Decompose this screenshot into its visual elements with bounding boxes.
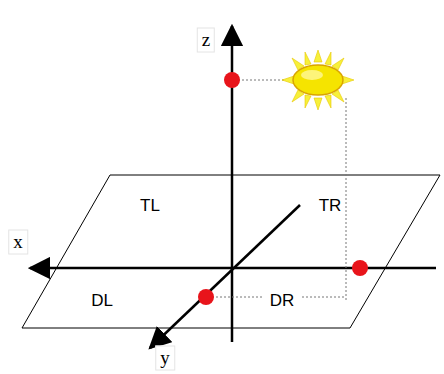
- axis-label: x: [8, 230, 28, 255]
- point-marker: [198, 289, 214, 305]
- region-label: DR: [270, 292, 295, 309]
- region-label: DL: [91, 292, 113, 309]
- axis-label: z: [197, 28, 215, 53]
- projection-line: [346, 98, 347, 300]
- sun-symbol: [282, 50, 354, 110]
- point-marker: [224, 72, 240, 88]
- y-axis: [150, 205, 300, 348]
- axis-label: y: [155, 346, 175, 371]
- region-label: TR: [319, 197, 342, 214]
- projection-line: [212, 297, 262, 298]
- point-marker: [352, 260, 368, 276]
- region-label: TL: [140, 197, 160, 214]
- projection-line: [302, 297, 346, 298]
